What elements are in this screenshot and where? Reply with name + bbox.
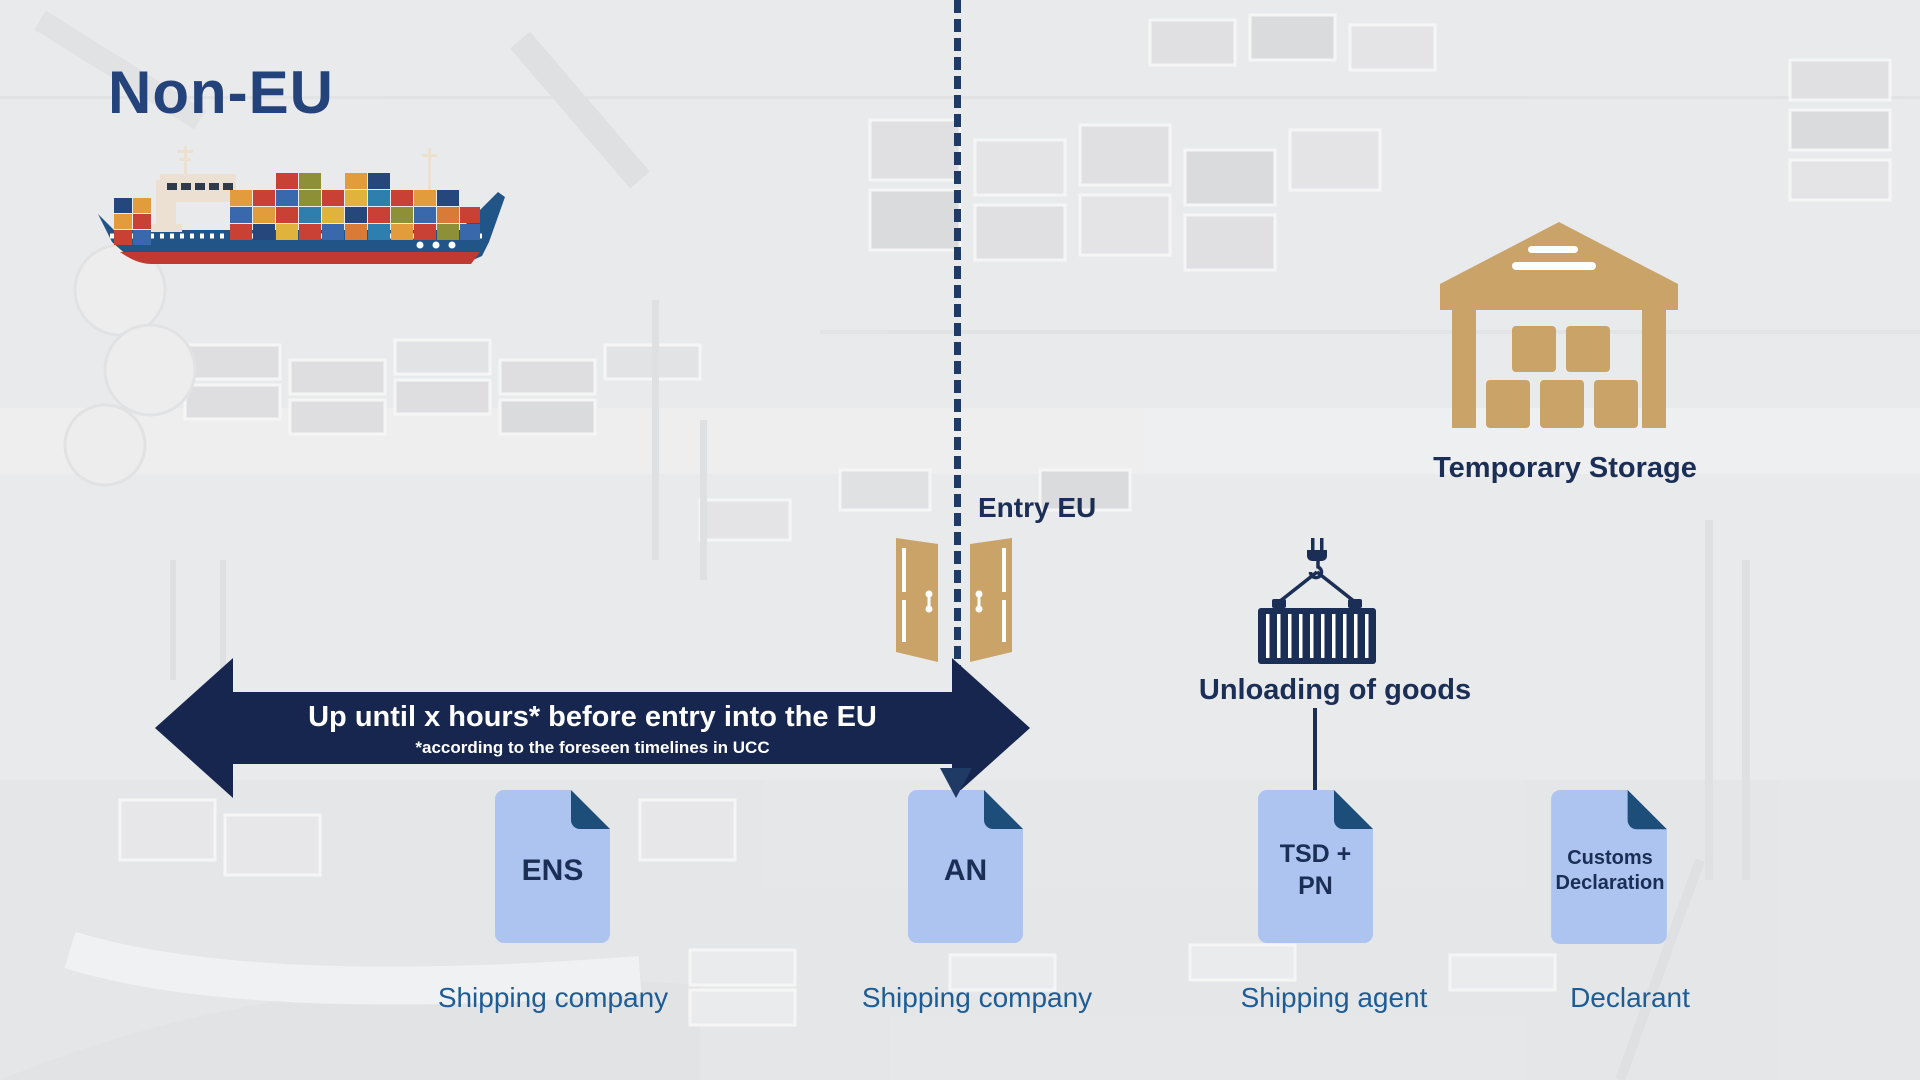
document-tsd-pn: TSD + PN: [1258, 790, 1373, 943]
open-doors-icon: [896, 538, 1012, 662]
container-ship-icon: [98, 146, 505, 264]
actor-label-shipping-company-1: Shipping company: [437, 982, 669, 1013]
timeline-arrow-text: Up until x hours* before entry into the …: [233, 692, 952, 768]
actor-label-shipping-agent: Shipping agent: [1240, 982, 1428, 1013]
actor-label-shipping-company-2: Shipping company: [861, 982, 1093, 1013]
document-code: Customs Declaration: [1555, 846, 1665, 894]
unloading-of-goods-label: Unloading of goods: [1198, 674, 1472, 706]
timeline-double-arrow: [155, 658, 1030, 798]
document-an: AN: [908, 790, 1023, 943]
document-code: TSD + PN: [1279, 840, 1352, 900]
document-customs-declaration: Customs Declaration: [1550, 790, 1668, 944]
entry-eu-dashed-divider: [954, 0, 961, 770]
timeline-arrow-line1: Up until x hours* before entry into the …: [308, 700, 877, 733]
entry-eu-label: Entry EU: [978, 492, 1097, 523]
actor-label-declarant: Declarant: [1570, 982, 1690, 1013]
crane-container-icon: [1258, 538, 1376, 664]
document-page-icon: [495, 790, 610, 943]
document-code: ENS: [521, 853, 584, 887]
temporary-storage-label: Temporary Storage: [1433, 452, 1697, 484]
dashed-line-arrowhead-icon: [940, 768, 972, 798]
document-ens: ENS: [495, 790, 610, 943]
document-code: AN: [943, 853, 988, 887]
unloading-to-tsd-connector: [1313, 708, 1317, 792]
document-page-icon: [1551, 790, 1667, 944]
region-title: Non-EU: [108, 59, 334, 126]
warehouse-icon: [1440, 222, 1678, 428]
timeline-arrow-line2: *according to the foreseen timelines in …: [415, 738, 770, 758]
document-page-icon: [908, 790, 1023, 943]
document-page-icon: [1258, 790, 1373, 943]
